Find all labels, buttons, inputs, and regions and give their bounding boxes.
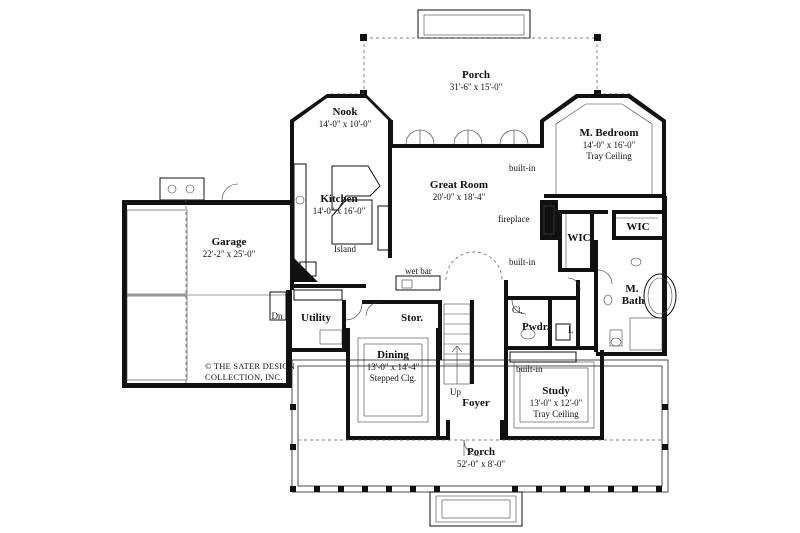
master-bath-name: M.	[625, 283, 638, 295]
dining-dims: 13'-0" x 14'-4"	[367, 362, 420, 372]
nook-name: Nook	[332, 106, 358, 118]
wic-1-name: WIC	[567, 232, 590, 244]
master-bedroom-dims: 14'-0" x 16'-0"	[583, 140, 636, 150]
rear-porch-name: Porch	[462, 69, 490, 81]
credit-line-2: COLLECTION, INC.	[205, 372, 283, 382]
front-porch-dims: 52'-0" x 8'-0"	[457, 459, 505, 469]
storage-name: Stor.	[401, 312, 423, 324]
down-label: Dn	[272, 311, 283, 321]
rear-porch	[330, 9, 630, 97]
utility-name: Utility	[301, 312, 331, 324]
kitchen-cabinets	[293, 163, 391, 282]
study-room	[504, 350, 604, 440]
utility-room	[290, 284, 366, 352]
rear-french-doors	[405, 129, 529, 145]
dining-room	[346, 328, 446, 440]
foyer-name: Foyer	[462, 397, 490, 409]
wic-2-name: WIC	[626, 221, 649, 233]
master-wing	[504, 200, 677, 352]
garage-name: Garage	[212, 236, 247, 248]
garage	[126, 177, 292, 388]
nook-dims: 14'-0" x 10'-0"	[319, 119, 372, 129]
closet-label: Cl.	[512, 305, 523, 315]
room-labels: Porch 31'-6" x 15'-0" Nook 14'-0" x 10'-…	[203, 69, 650, 469]
fireplace-label: fireplace	[498, 214, 529, 224]
dining-note: Stepped Clg.	[370, 373, 417, 383]
kitchen-dims: 14'-0" x 16'-0"	[313, 206, 366, 216]
exterior-walls	[122, 94, 667, 388]
master-bedroom-note: Tray Ceiling	[586, 151, 632, 161]
front-porch-name: Porch	[467, 446, 495, 458]
built-in-study-label: built-in	[516, 364, 543, 374]
great-room-name: Great Room	[430, 179, 488, 191]
kitchen-name: Kitchen	[320, 193, 357, 205]
dining-name: Dining	[377, 349, 409, 361]
built-in-lower-label: built-in	[509, 257, 536, 267]
front-porch	[290, 359, 669, 527]
island-label: Island	[334, 244, 356, 254]
study-name: Study	[542, 385, 570, 397]
master-bedroom-name: M. Bedroom	[579, 127, 638, 139]
credit-line-1: © THE SATER DESIGN	[205, 361, 295, 371]
up-label: Up	[450, 387, 461, 397]
garage-dims: 22'-2" x 25'-0"	[203, 249, 256, 259]
great-room-dims: 20'-0" x 18'-4"	[433, 192, 486, 202]
master-tray	[544, 103, 662, 198]
rear-porch-dims: 31'-6" x 15'-0"	[450, 82, 503, 92]
powder-name: Pwdr.	[522, 321, 550, 333]
wet-bar-label: wet bar	[405, 266, 432, 276]
wet-bar	[395, 251, 503, 291]
master-bath-name-2: Bath	[622, 295, 645, 307]
built-in-upper-label: built-in	[509, 163, 536, 173]
study-dims: 13'-0" x 12'-0"	[530, 398, 583, 408]
study-note: Tray Ceiling	[533, 409, 579, 419]
linen-label: L	[568, 325, 574, 335]
foyer	[446, 420, 504, 457]
